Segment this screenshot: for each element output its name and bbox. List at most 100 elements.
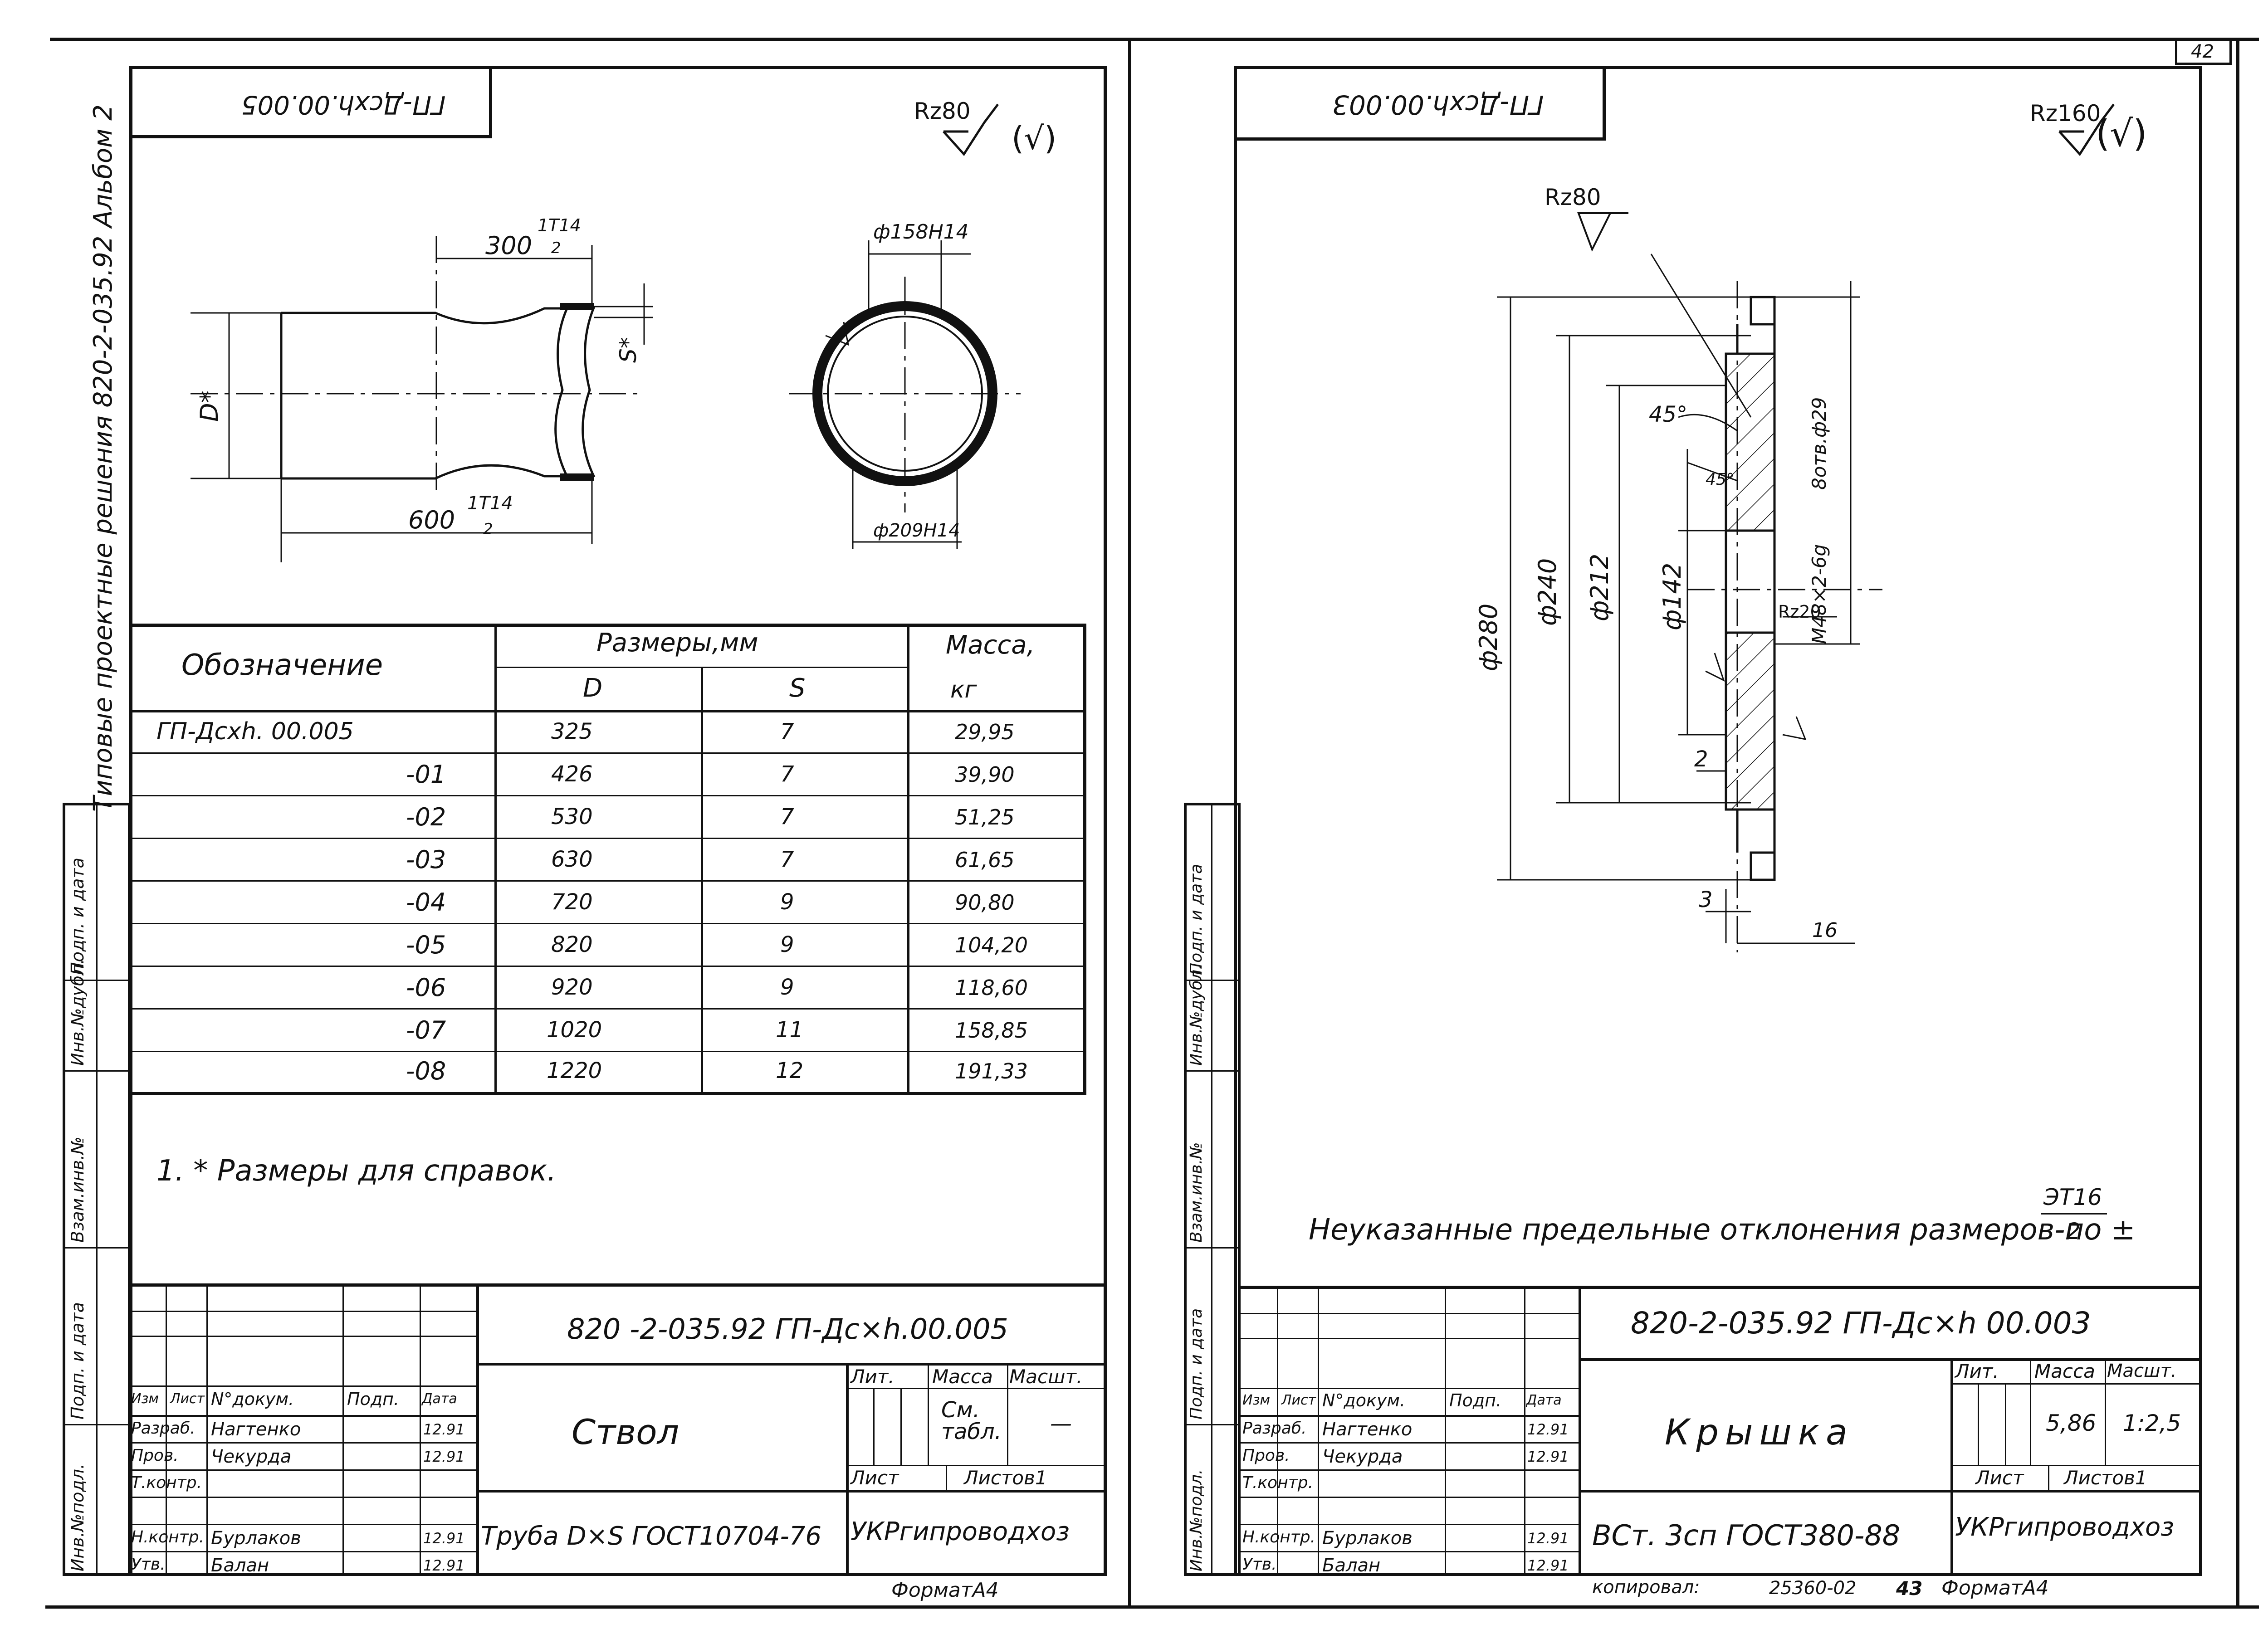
cell-designation: -04 — [406, 888, 446, 917]
stamp-sep — [63, 980, 131, 981]
sheet1-roughness-paren: (√) — [1012, 120, 1057, 157]
tb-role: Н.контр. — [1242, 1528, 1316, 1546]
tb-role-date: 12.91 — [423, 1421, 465, 1438]
tb-line — [129, 1283, 1107, 1287]
tb-role-date: 12.91 — [1527, 1421, 1569, 1438]
table-col-line — [907, 624, 909, 1095]
stamp-sep — [1184, 1424, 1241, 1425]
sheet2-corner-box: ГП-Дсхh.00.003 — [1234, 66, 1606, 141]
sheet2-note-num: ЭТ16 — [2043, 1184, 2102, 1210]
cell-designation: -01 — [406, 760, 446, 789]
tb-line — [206, 1283, 208, 1576]
sheet1-title-block: Изм Лист N°докум. Подп. Дата Разраб. Наг… — [129, 1283, 1107, 1576]
cell-mass: 104,20 — [955, 933, 1028, 957]
copy-note: копировал: — [1592, 1577, 1700, 1598]
tb-line — [1241, 1286, 2202, 1289]
stamp-sep — [1184, 980, 1241, 981]
sheet2-material: ВСт. 3сп ГОСТ380-88 — [1592, 1519, 1901, 1552]
tb-role: Утв. — [1242, 1555, 1277, 1574]
stamp-sep — [1184, 1247, 1241, 1249]
dim-phi240: ф240 — [1533, 558, 1562, 626]
dim-300-tol-den: 2 — [551, 239, 561, 257]
tb-sheet: Лист — [850, 1467, 899, 1489]
dim-rz80: Rz80 — [1545, 184, 1601, 210]
tb-line — [928, 1363, 929, 1465]
tb-role-date: 12.91 — [423, 1557, 465, 1574]
stamp2-podp-data: Подп. и дата — [1187, 1308, 1206, 1419]
tb-line — [2005, 1383, 2006, 1465]
tb-role-name: Нагтенко — [211, 1419, 301, 1440]
tb-line — [846, 1388, 1107, 1389]
stamp-sep — [63, 1070, 131, 1072]
tb-line — [1241, 1338, 1579, 1339]
tb-role-name: Чекурда — [211, 1446, 292, 1467]
table-row: -04 720 9 90,80 — [129, 880, 1086, 924]
tb-role-name: Чекурда — [1322, 1446, 1403, 1467]
tb-role: Разраб. — [1242, 1419, 1307, 1438]
tb-line — [1241, 1442, 1579, 1444]
tb-line — [1007, 1363, 1008, 1465]
tb-mass: Масса — [2034, 1360, 2095, 1382]
cell-d: 920 — [551, 975, 593, 1000]
sheet2-note: Неуказанные предельные отклонения размер… — [1309, 1213, 2136, 1247]
stamp-sep — [63, 1424, 131, 1425]
tb-line — [1579, 1358, 2202, 1361]
tb-role-name: Нагтенко — [1322, 1419, 1413, 1440]
cell-s: 7 — [780, 719, 794, 744]
stamp-vzam-inv: Взам.инв.№ — [68, 1136, 88, 1243]
cell-d: 820 — [551, 932, 593, 957]
sheet1-corner-code: ГП-Дсхh.00.005 — [241, 90, 446, 119]
tb-scale-val: — — [1050, 1411, 1072, 1436]
sheet2-note-den: 2 — [2066, 1218, 2081, 1244]
cell-s: 7 — [780, 804, 794, 829]
tb-hdr-data: Дата — [422, 1391, 457, 1407]
tb-mass-val: 5,86 — [2046, 1410, 2097, 1436]
table-header-line — [129, 710, 1086, 712]
tb-line — [1950, 1358, 1953, 1576]
cell-s: 7 — [780, 761, 794, 787]
cell-d: 426 — [551, 761, 593, 787]
col-designation: Обозначение — [181, 649, 383, 682]
cell-d: 1020 — [547, 1017, 602, 1043]
table-col-line — [494, 624, 497, 1095]
tb-role-name: Бурлаков — [1322, 1528, 1413, 1549]
cell-designation: ГП-Дсхh. 00.005 — [156, 718, 354, 745]
tb-line — [846, 1465, 1107, 1466]
table-subheader-line — [494, 667, 907, 668]
stamp-podp-data: Подп. и дата — [68, 1302, 88, 1419]
tb-line — [420, 1283, 421, 1576]
tb-line — [1524, 1286, 1525, 1576]
tb-line — [129, 1415, 476, 1417]
tb-line — [1241, 1388, 1579, 1389]
cell-mass: 158,85 — [955, 1018, 1028, 1043]
dim-300-tol-num: 1Т14 — [538, 215, 581, 235]
cell-mass: 29,95 — [955, 720, 1015, 744]
sheet2-corner-code: ГП-Дсхh.00.003 — [1332, 89, 1544, 120]
cell-mass: 51,25 — [955, 805, 1015, 829]
dim-s-star: S* — [615, 337, 641, 363]
center-divider — [1128, 38, 1131, 1607]
dim-phi280: ф280 — [1474, 603, 1503, 671]
sheet2-roughness-label: Rz160 — [2030, 100, 2101, 127]
stamp-inv-podl: Инв.№подл. — [68, 1463, 88, 1571]
dim-600: 600 — [408, 506, 455, 534]
cell-s: 9 — [780, 889, 794, 915]
dim-rz20: Rz20 — [1778, 602, 1821, 622]
tb-line — [1978, 1383, 1979, 1465]
cell-mass: 90,80 — [955, 890, 1015, 915]
stamp2-podp-data2: Подп. и дата — [1187, 863, 1206, 975]
tb-hdr-izm: Изм — [1242, 1392, 1271, 1408]
col-s: S — [789, 673, 806, 703]
tb-line — [1241, 1497, 1579, 1498]
note-fraction-bar — [2041, 1213, 2107, 1215]
cell-designation: -02 — [406, 803, 446, 831]
table-row: -03 630 7 61,65 — [129, 838, 1086, 882]
tb-line — [1277, 1286, 1278, 1576]
stamp-col-divider — [96, 803, 98, 1576]
cell-s: 9 — [780, 932, 794, 957]
dim-300: 300 — [485, 231, 533, 260]
sheet1-corner-box: ГП-Дсхh.00.005 — [129, 66, 492, 138]
sheet1-roughness-label: Rz80 — [914, 98, 971, 124]
tb-line — [166, 1283, 167, 1576]
tb-line — [129, 1469, 476, 1471]
